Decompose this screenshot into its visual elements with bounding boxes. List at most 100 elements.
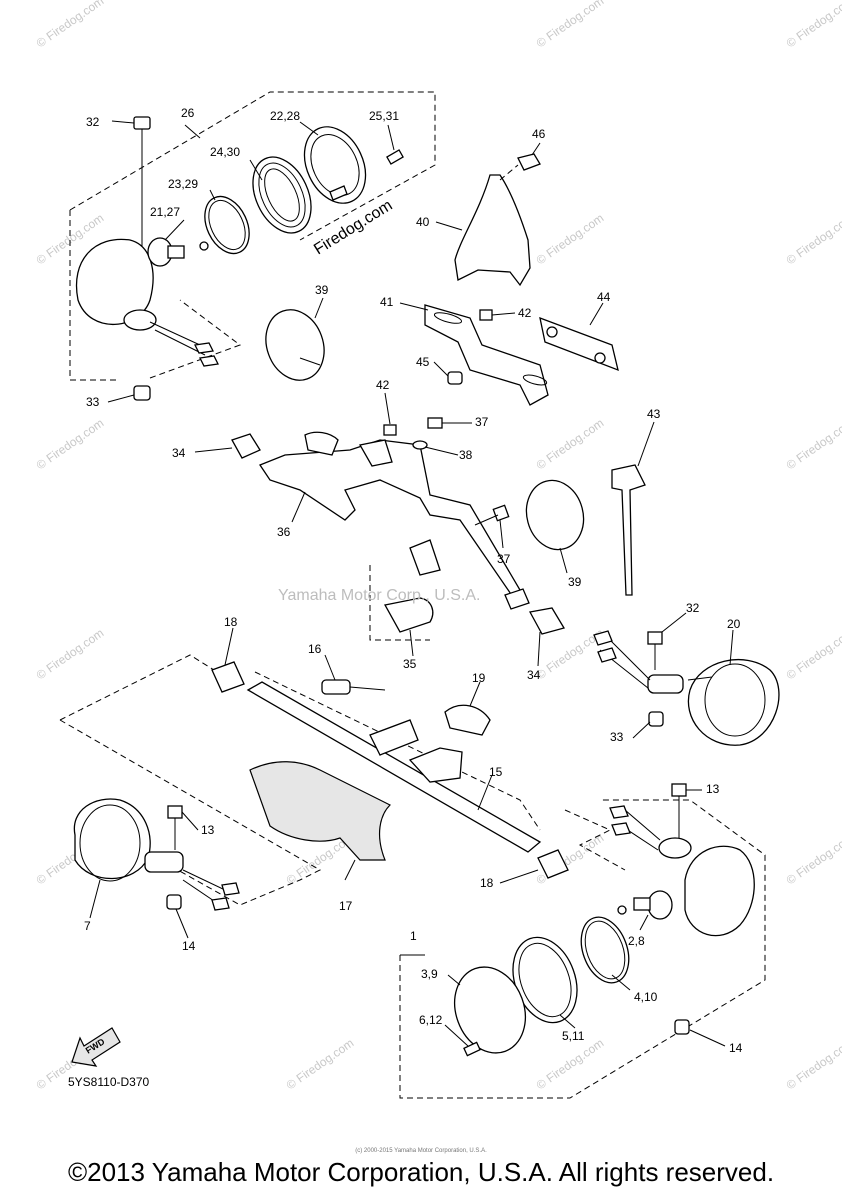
callout-16: 16 [308, 642, 322, 656]
cover-39-top [265, 309, 325, 381]
callout-14-left: 14 [182, 939, 196, 953]
callout-33-upper: 33 [86, 395, 100, 409]
callout-14-right: 14 [729, 1041, 743, 1055]
screw-6-12 [463, 1041, 481, 1057]
callout-24-30: 24,30 [210, 145, 240, 159]
front-left-signal-7 [73, 798, 240, 911]
callout-17: 17 [339, 899, 353, 913]
nut-33-lower [648, 711, 664, 727]
cover-39-lower [525, 479, 585, 551]
watermark: © Firedog.com [34, 626, 107, 683]
watermark: © Firedog.com [34, 416, 107, 473]
callout-21-27: 21,27 [150, 205, 180, 219]
callout-25-31: 25,31 [369, 109, 399, 123]
watermark: © Firedog.com [784, 416, 842, 473]
nut-14-left [166, 894, 182, 910]
callout-45: 45 [416, 355, 430, 369]
callout-13-right: 13 [706, 782, 720, 796]
callout-40: 40 [416, 215, 430, 229]
callout-35: 35 [403, 657, 417, 671]
bracket-36 [259, 431, 530, 610]
callout-39-lower: 39 [568, 575, 582, 589]
diagram-code: 5YS8110-D370 [68, 1075, 149, 1089]
front-right-lamp-housing [609, 805, 755, 937]
clamp-35 [369, 565, 434, 641]
watermark: © Firedog.com [34, 0, 107, 50]
grommet-18-upper [211, 661, 245, 693]
callout-39-upper: 39 [315, 283, 329, 297]
bolt-13-right [671, 783, 687, 840]
callout-42-upper: 42 [518, 306, 532, 320]
bolt-13-left [167, 805, 183, 850]
firedog-watermark: Firedog.com [311, 197, 395, 259]
grommet-46 [517, 153, 541, 171]
callout-3-9: 3,9 [421, 967, 438, 981]
screw-25-31 [386, 149, 404, 165]
callout-6-12: 6,12 [419, 1013, 443, 1027]
nut-33-top [133, 385, 151, 401]
gasket-4-10 [580, 916, 630, 984]
callout-34-lower: 34 [527, 668, 541, 682]
front-right-signal-20 [593, 630, 780, 746]
watermark: © Firedog.com [534, 211, 607, 268]
washer-38 [412, 440, 428, 450]
callout-43: 43 [647, 407, 661, 421]
callout-15: 15 [489, 765, 503, 779]
grommet-34-lower [528, 607, 565, 635]
watermark: © Firedog.com [284, 1036, 357, 1093]
watermark: © Firedog.com [534, 0, 607, 50]
callout-4-10: 4,10 [634, 990, 658, 1004]
callout-26: 26 [181, 106, 195, 120]
nut-14-right [674, 1019, 690, 1035]
callout-labels: 32 26 22,28 25,31 24,30 23,29 21,27 46 4… [84, 106, 743, 1055]
callout-18-lower: 18 [480, 876, 494, 890]
watermark: © Firedog.com [534, 1036, 607, 1093]
callout-32-lower: 32 [686, 601, 700, 615]
watermark: © Firedog.com [784, 831, 842, 888]
callout-36: 36 [277, 525, 291, 539]
cable-tie-43 [611, 464, 646, 596]
watermark: © Firedog.com [784, 626, 842, 683]
callout-44: 44 [597, 290, 611, 304]
callout-46: 46 [532, 127, 546, 141]
leader-lines [89, 120, 734, 1047]
handlebar-group-outline [59, 654, 541, 906]
callout-1: 1 [410, 929, 417, 943]
bolt-32-lower [647, 631, 663, 670]
small-copyright: (c) 2000-2015 Yamaha Motor Corporation, … [355, 1148, 487, 1154]
footer-copyright: ©2013 Yamaha Motor Corporation, U.S.A. A… [67, 1157, 775, 1187]
gasket-23-29 [204, 195, 250, 255]
callout-18-upper: 18 [224, 615, 238, 629]
bulb-21-27 [147, 237, 209, 267]
watermark: © Firedog.com [784, 211, 842, 268]
lens-22-28 [303, 126, 367, 204]
callout-2-8: 2,8 [628, 934, 645, 948]
bolt-37-lower [474, 504, 510, 526]
cover-17 [249, 761, 392, 861]
callout-37-upper: 37 [475, 415, 489, 429]
callout-41: 41 [380, 295, 394, 309]
bulb-2-8 [617, 890, 673, 920]
callout-13-left: 13 [201, 823, 215, 837]
callout-22-28: 22,28 [270, 109, 300, 123]
nut-45 [447, 371, 463, 385]
forward-arrow: FWD [71, 1027, 121, 1067]
watermark: © Firedog.com [784, 0, 842, 50]
crossbar-15 [246, 681, 542, 853]
callout-20: 20 [727, 617, 741, 631]
bolt-16 [321, 679, 386, 695]
callout-5-11: 5,11 [562, 1029, 585, 1043]
plate-44 [539, 316, 619, 372]
callout-23-29: 23,29 [168, 177, 198, 191]
callout-42-lower: 42 [376, 378, 390, 392]
clamp-19 [444, 704, 491, 736]
watermark: © Firedog.com [534, 416, 607, 473]
callout-7: 7 [84, 919, 91, 933]
rim-5-11 [512, 936, 578, 1024]
bolt-42-upper [479, 309, 493, 321]
lens-3-9 [454, 966, 526, 1054]
rim-24-30 [252, 156, 312, 234]
bolt-42-lower [383, 424, 397, 436]
callout-38: 38 [459, 448, 473, 462]
